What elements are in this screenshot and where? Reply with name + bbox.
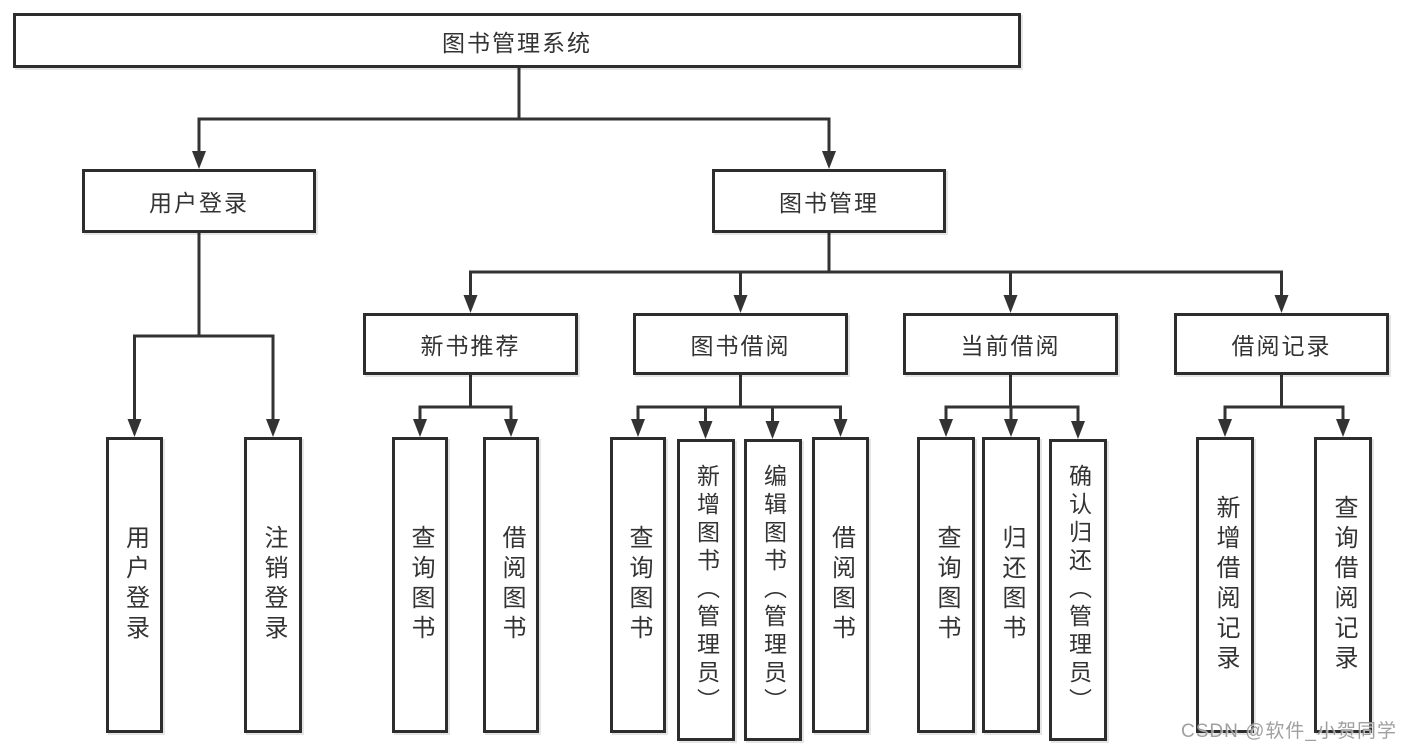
arrowhead <box>1218 419 1232 437</box>
arrowhead <box>733 295 748 313</box>
arrowhead <box>1336 419 1350 437</box>
arrowhead <box>1003 295 1018 313</box>
connector-book-mgmt-to-level3 <box>469 233 1283 299</box>
node-user-login: 用户登录 <box>82 169 316 233</box>
connector-new-book-to-leaves <box>418 375 513 423</box>
leaf-user-login: 用户登录 <box>106 437 163 733</box>
arrowheads <box>127 151 1350 439</box>
arrowhead <box>631 419 645 437</box>
arrowhead <box>1004 419 1018 437</box>
arrowhead <box>127 419 142 437</box>
connector-user-login-to-leaves <box>133 233 275 423</box>
arrowhead <box>413 419 427 437</box>
leaf-return-books: 归还图书 <box>982 437 1040 733</box>
arrowhead <box>833 419 848 437</box>
arrowhead <box>1274 295 1289 313</box>
leaf-query-borrow-record: 查询借阅记录 <box>1314 437 1372 733</box>
leaf-borrow-books: 借阅图书 <box>812 437 869 733</box>
leaf-query-books-current: 查询图书 <box>917 437 975 733</box>
connector-records-to-leaves <box>1223 375 1345 423</box>
leaf-logout: 注销登录 <box>244 437 302 733</box>
leaf-edit-books-admin: 编辑图书（管理员） <box>744 439 802 741</box>
leaf-confirm-return-admin: 确认归还（管理员） <box>1049 439 1107 741</box>
leaf-add-borrow-record: 新增借阅记录 <box>1196 437 1254 733</box>
node-new-book-recommend: 新书推荐 <box>363 313 578 375</box>
node-root-library-system: 图书管理系统 <box>13 13 1021 68</box>
node-borrow-records: 借阅记录 <box>1174 313 1389 375</box>
node-book-management: 图书管理 <box>712 169 946 233</box>
arrowhead <box>765 421 780 439</box>
leaf-query-books-borrow: 查询图书 <box>610 437 666 733</box>
node-book-borrow: 图书借阅 <box>633 313 848 375</box>
arrowhead <box>192 151 206 169</box>
connector-borrow-to-leaves <box>636 375 842 425</box>
arrowhead <box>939 419 953 437</box>
leaf-add-books-admin: 新增图书（管理员） <box>677 439 735 741</box>
arrowhead <box>698 421 713 439</box>
leaf-query-books-recommend: 查询图书 <box>392 437 448 733</box>
arrowhead <box>1071 421 1085 439</box>
arrowhead <box>266 419 280 437</box>
arrowhead <box>504 419 518 437</box>
node-current-borrow: 当前借阅 <box>903 313 1118 375</box>
connector-root-to-level2 <box>197 68 831 155</box>
arrowhead <box>463 295 478 313</box>
leaf-borrow-books-recommend: 借阅图书 <box>483 437 539 733</box>
arrowhead <box>822 151 836 169</box>
connector-current-to-leaves <box>944 375 1080 425</box>
csdn-watermark: CSDN @软件_小贺同学 <box>1181 721 1397 742</box>
